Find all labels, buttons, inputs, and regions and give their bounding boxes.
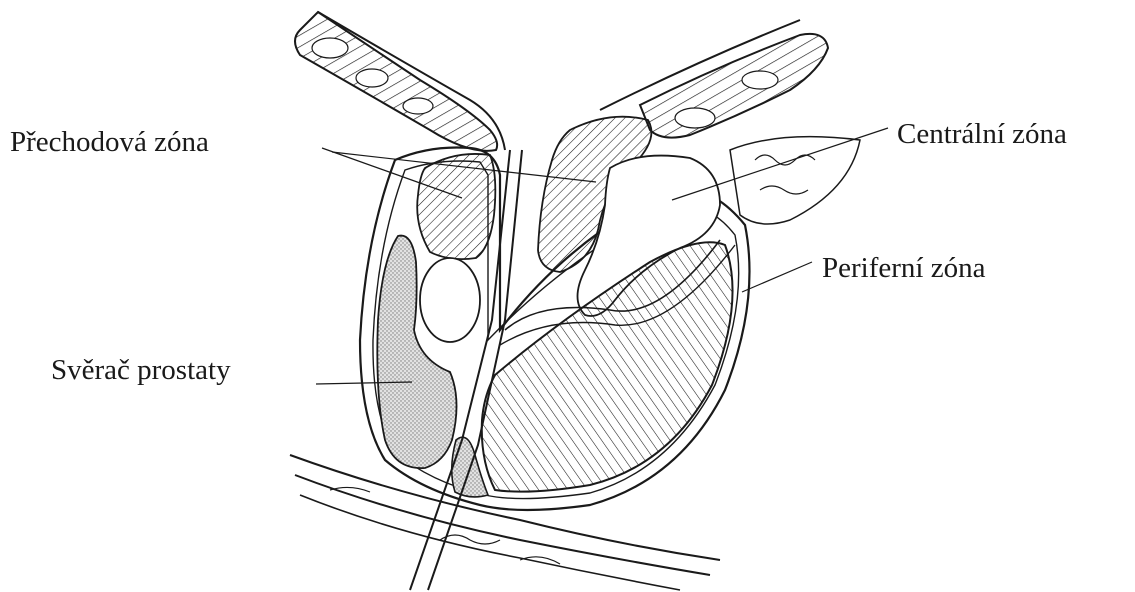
- ejaculatory-duct-oval: [420, 258, 480, 342]
- central-zone-label: Centrální zóna: [897, 120, 1067, 149]
- seminal-vesicle-area: [730, 137, 860, 224]
- peripheral-zone-label: Periferní zóna: [822, 254, 985, 283]
- transition-zone-label: Přechodová zóna: [10, 128, 209, 157]
- upper-left-tissue: [295, 12, 505, 151]
- sphincter-label: Svěrač prostaty: [51, 356, 231, 385]
